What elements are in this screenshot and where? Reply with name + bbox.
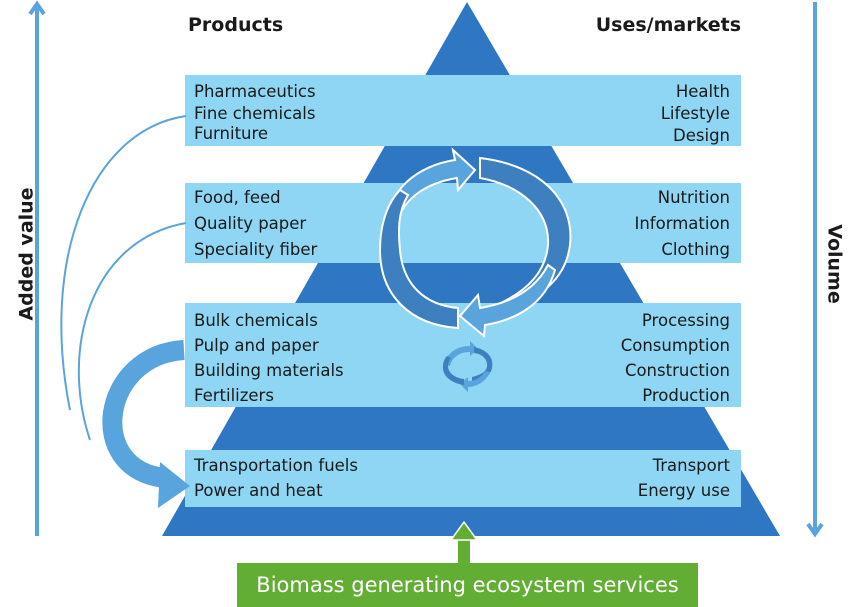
product-item: Bulk chemicals [194, 311, 318, 330]
tier-band-3 [185, 303, 741, 407]
product-item: Speciality fiber [194, 240, 318, 259]
product-item: Pharmaceutics [194, 82, 316, 101]
use-item: Energy use [637, 481, 730, 500]
tier1-products: Pharmaceutics Fine chemicals Furniture [194, 80, 316, 145]
tier-band-4 [185, 450, 741, 507]
cascade-curve-tier1 [60, 115, 187, 411]
tier4-products: Transportation fuels Power and heat [194, 453, 358, 503]
tier2-uses: Nutrition Information Clothing [634, 185, 730, 263]
cascade-thick-arrow [102, 340, 190, 508]
product-item: Fertilizers [194, 386, 274, 405]
products-header: Products [188, 14, 284, 36]
product-item: Transportation fuels [194, 456, 358, 475]
tier3-uses: Processing Consumption Construction Prod… [621, 308, 730, 408]
product-item: Food, feed [194, 188, 281, 207]
tier3-products: Bulk chemicals Pulp and paper Building m… [194, 308, 344, 408]
product-item: Furniture [194, 124, 269, 143]
use-item: Consumption [620, 336, 730, 355]
product-item: Quality paper [194, 214, 307, 233]
large-recycle-arrows-icon [378, 147, 572, 338]
use-item: Design [673, 126, 730, 145]
cascade-curve-tier2 [77, 222, 187, 441]
product-item: Fine chemicals [194, 104, 316, 123]
use-item: Health [675, 82, 730, 101]
tier-band-1 [185, 75, 741, 146]
tier2-products: Food, feed Quality paper Speciality fibe… [194, 185, 317, 263]
product-item: Power and heat [194, 481, 323, 500]
biomass-base-label: Biomass generating ecosystem services [256, 573, 679, 597]
use-item: Lifestyle [660, 104, 730, 123]
volume-label: Volume [823, 224, 846, 304]
biomass-up-arrow [449, 520, 479, 564]
use-item: Transport [652, 456, 730, 475]
product-item: Pulp and paper [194, 336, 319, 355]
tier-band-2 [185, 183, 741, 263]
small-recycle-arrows-icon [442, 341, 493, 392]
use-item: Nutrition [657, 188, 730, 207]
use-item: Production [642, 386, 730, 405]
uses-markets-header: Uses/markets [595, 14, 741, 36]
added-value-arrow [28, 0, 46, 536]
use-item: Processing [641, 311, 730, 330]
use-item: Construction [624, 361, 730, 380]
product-item: Building materials [194, 361, 344, 380]
added-value-label: Added value [15, 187, 38, 321]
volume-arrow [806, 2, 824, 538]
use-item: Information [634, 214, 730, 233]
use-item: Clothing [661, 240, 730, 259]
biomass-base-box: Biomass generating ecosystem services [237, 563, 698, 607]
tier1-uses: Health Lifestyle Design [661, 80, 730, 147]
tier4-uses: Transport Energy use [638, 453, 730, 503]
